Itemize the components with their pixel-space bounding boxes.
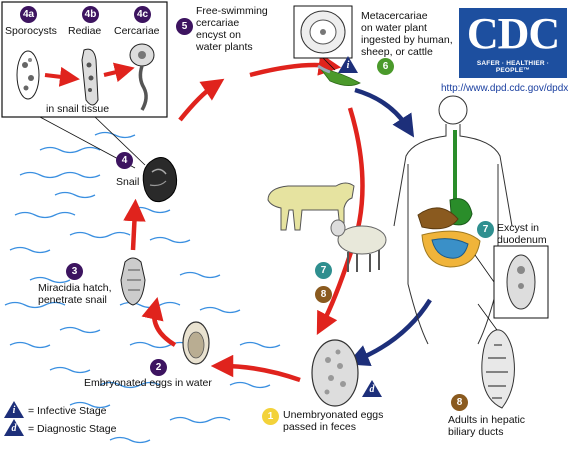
cercariae-label: Cercariae — [114, 25, 160, 37]
sporocyst-illustration — [16, 50, 40, 100]
arrow-1-to-2 — [210, 354, 301, 383]
stage-6-label-2: on water plant — [361, 22, 427, 34]
sporocysts-label: Sporocysts — [5, 25, 57, 37]
legend-diagnostic-symbol: d — [4, 419, 24, 436]
arrow-5-to-6 — [249, 53, 342, 78]
stage-1-label-1: Unembryonated eggs — [283, 409, 384, 421]
stage-8-label-2: biliary ducts — [448, 426, 504, 438]
inset-pointer-line-2 — [94, 116, 146, 166]
stage-5-label-3: encyst on — [196, 29, 241, 41]
miracidium-illustration — [120, 257, 146, 306]
stage-8-badge: 8 — [451, 394, 468, 411]
arrow-4b-to-4c — [103, 62, 135, 83]
stage-5-label-2: cercariae — [196, 17, 240, 29]
stage-3-label-2: penetrate snail — [38, 294, 107, 306]
stage-4b-badge: 4b — [82, 6, 99, 23]
cercaria-illustration — [129, 43, 155, 111]
snail-label: Snail — [116, 176, 140, 188]
metacercariae-inset — [293, 5, 353, 71]
stage-3-badge: 3 — [66, 263, 83, 280]
infective-stage-marker: i — [338, 56, 358, 73]
cdc-url-link[interactable]: http://www.dpd.cdc.gov/dpdx — [441, 83, 569, 94]
stage-8-animal-badge: 8 — [315, 286, 332, 303]
stage-5-badge: 5 — [176, 18, 193, 35]
diagnostic-stage-marker: d — [362, 380, 382, 397]
arrow-2-to-3 — [141, 297, 177, 347]
stage-2-label: Embryonated eggs in water — [84, 377, 212, 389]
excyst-inset — [474, 245, 549, 319]
arrow-ingestion — [354, 87, 415, 138]
digestive-organs — [417, 130, 481, 268]
sheep-illustration — [330, 219, 387, 272]
stage-1-badge: 1 — [262, 408, 279, 425]
arrow-4-to-5 — [178, 78, 225, 122]
redia-illustration — [81, 48, 99, 106]
stage-5-label-4: water plants — [196, 41, 253, 53]
stage-1-label-2: passed in feces — [283, 421, 356, 433]
cow-illustration — [267, 182, 355, 231]
stage-5-label-1: Free-swimming — [196, 5, 268, 17]
stage-7-badge: 7 — [477, 221, 494, 238]
stage-6-badge: 6 — [377, 58, 394, 75]
water-plant-leaf — [319, 67, 361, 86]
cdc-logo: CDC SAFER · HEALTHIER · PEOPLE™ — [459, 8, 567, 78]
legend-infective-label: = Infective Stage — [28, 405, 107, 417]
stage-4c-badge: 4c — [134, 6, 151, 23]
cdc-logo-tagline: SAFER · HEALTHIER · PEOPLE™ — [476, 60, 550, 74]
stage-6-label-3: ingested by human, — [361, 34, 453, 46]
stage-6-label-4: sheep, or cattle — [361, 46, 433, 58]
stage-7-label-2: duodenum — [497, 234, 547, 246]
stage-4a-badge: 4a — [20, 6, 37, 23]
stage-3-label-1: Miracidia hatch, — [38, 282, 112, 294]
snail-tissue-label: in snail tissue — [46, 103, 110, 115]
stage-6-label-1: Metacercariae — [361, 10, 428, 22]
cdc-logo-text: CDC — [466, 9, 560, 58]
arrow-3-to-4 — [123, 198, 146, 251]
arrow-4a-to-4b — [44, 66, 80, 87]
unembryonated-egg-illustration — [311, 339, 359, 407]
snail-illustration — [142, 157, 178, 203]
legend-diagnostic-label: = Diagnostic Stage — [28, 423, 117, 435]
embryonated-egg-illustration — [182, 321, 210, 365]
plant-stem — [317, 64, 331, 74]
arrow-human-to-eggs — [346, 298, 432, 367]
stage-7-label-1: Excyst in — [497, 222, 540, 234]
stage-2-badge: 2 — [150, 359, 167, 376]
stage-8-label-1: Adults in hepatic — [448, 414, 526, 426]
adult-fluke-illustration — [477, 303, 515, 409]
rediae-label: Rediae — [68, 25, 102, 37]
stage-7-animal-badge: 7 — [315, 262, 332, 279]
stage-4-badge: 4 — [116, 152, 133, 169]
legend-infective-symbol: i — [4, 401, 24, 418]
